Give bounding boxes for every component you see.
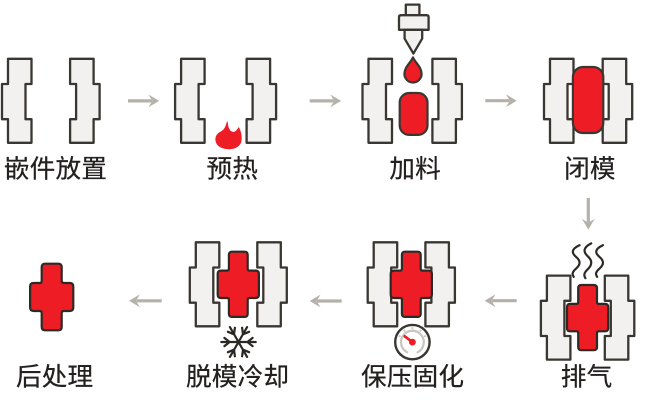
step-label-insert-placement: 嵌件放置 (4, 155, 107, 181)
dispenser-nozzle (403, 28, 424, 55)
dispenser-body (397, 14, 430, 31)
molding-compound (571, 65, 605, 135)
mold-half-right (245, 57, 278, 144)
arrow-insert-to-preheat (128, 94, 160, 108)
step-label-insert-placement-glyphs (4, 155, 106, 180)
step-post-process (29, 262, 75, 332)
steam-icon (571, 244, 581, 278)
step-label-post-process-glyphs (16, 363, 93, 388)
arrow-head (581, 218, 595, 230)
step-vent (539, 242, 636, 361)
step-label-hold-cure: 保压固化 (361, 363, 464, 389)
mold-half-right (601, 57, 634, 144)
arrow-head (148, 94, 160, 108)
step-demold-cool (188, 241, 288, 358)
snowflake-icon (220, 326, 257, 358)
molded-part (216, 250, 260, 318)
arrow-head (484, 294, 496, 308)
mold-half-right (68, 57, 101, 144)
step-label-vent: 排气 (561, 363, 613, 389)
step-label-post-process: 后处理 (16, 363, 93, 389)
drop-icon (403, 56, 423, 84)
step-hold-cure (366, 241, 457, 361)
mold-half-left (542, 57, 575, 144)
mold-half-right (431, 57, 464, 144)
pressure-gauge-icon (393, 323, 431, 361)
molded-part (389, 250, 433, 318)
material-charge (398, 91, 429, 137)
mold-half-left (539, 274, 572, 361)
arrow-hold-to-demold (309, 294, 342, 308)
gauge-pivot (409, 338, 416, 346)
flame-icon (215, 121, 242, 150)
step-label-demold-cool-glyphs (186, 363, 288, 388)
arrow-vent-to-hold (484, 294, 517, 308)
step-label-hold-cure-glyphs (361, 363, 464, 388)
arrow-close-to-vent (581, 198, 595, 230)
steam-icon (583, 242, 593, 280)
mold-half-left (366, 241, 399, 328)
arrow-demold-to-post (129, 294, 162, 308)
step-label-feed: 加料 (389, 155, 441, 181)
molded-part (29, 262, 75, 332)
step-feed (361, 3, 464, 144)
gauge-ring (399, 329, 425, 354)
step-insert-placement (0, 57, 101, 144)
dispenser-stem (404, 3, 421, 17)
gauge-ticks (398, 327, 427, 338)
step-label-preheat: 预热 (206, 155, 258, 181)
step-preheat (173, 57, 278, 150)
mold-half-left (361, 57, 394, 144)
step-label-preheat-glyphs (207, 155, 258, 180)
step-label-feed-glyphs (389, 155, 441, 180)
step-label-vent-glyphs (561, 363, 612, 388)
arrow-head (330, 94, 342, 108)
arrow-head (129, 294, 140, 308)
molded-part (565, 283, 610, 352)
mold-half-right (603, 274, 636, 361)
arrow-feed-to-close (485, 94, 517, 108)
step-close-mold (542, 57, 634, 144)
step-label-close-mold: 闭模 (564, 155, 616, 181)
mold-half-left (173, 57, 206, 144)
mold-half-right (256, 241, 288, 328)
step-label-close-mold-glyphs (566, 155, 615, 180)
mold-half-right (424, 241, 457, 328)
mold-half-left (0, 57, 33, 144)
mold-half-left (188, 241, 221, 328)
arrow-preheat-to-feed (309, 94, 342, 108)
arrow-head (309, 294, 321, 308)
arrow-head (505, 94, 517, 108)
step-label-demold-cool: 脱模冷却 (186, 363, 289, 389)
steam-icon (594, 244, 605, 278)
